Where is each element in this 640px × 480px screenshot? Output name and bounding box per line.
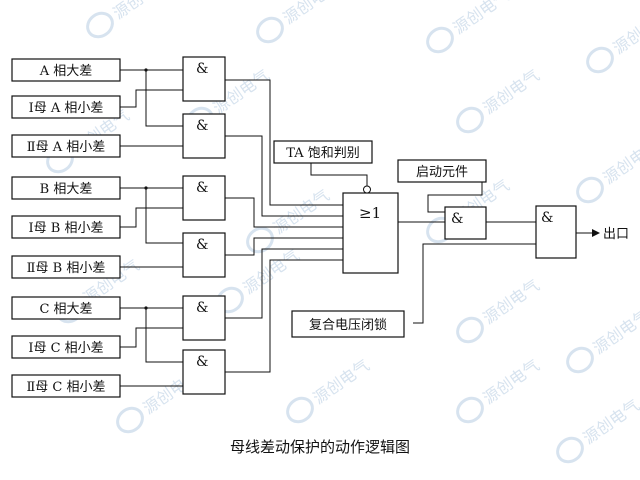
and-gate-4: &	[182, 232, 226, 278]
start-element-label: 启动元件	[416, 165, 468, 180]
input-box-bus2-b-small-diff: Ⅱ母 B 相小差	[11, 255, 121, 279]
watermark-logo: 源创电气	[86, 0, 173, 39]
connection-wires	[120, 69, 592, 387]
and-symbol: &	[196, 61, 208, 77]
input-label: Ⅱ母 B 相小差	[27, 261, 106, 276]
watermark-logo: 源创电气	[286, 356, 373, 424]
output-arrow-icon	[592, 229, 600, 237]
watermark-logo: 源创电气	[426, 0, 513, 54]
and-symbol: &	[196, 300, 208, 316]
and-gate-final: &	[535, 205, 577, 259]
input-box-bus1-c-small-diff: Ⅰ母 C 相小差	[11, 335, 121, 359]
svg-text:源创电气: 源创电气	[480, 66, 543, 118]
start-element-box: 启动元件	[397, 159, 487, 183]
input-box-b-large-diff: B 相大差	[11, 176, 121, 200]
and-gate-1: &	[182, 56, 226, 102]
and-gate-2: &	[182, 113, 226, 159]
input-label: B 相大差	[40, 182, 93, 197]
input-label: Ⅰ母 B 相小差	[29, 221, 104, 236]
svg-text:源创电气: 源创电气	[270, 186, 333, 238]
svg-text:源创电气: 源创电气	[480, 276, 543, 328]
and-symbol: &	[196, 354, 208, 370]
input-box-c-large-diff: C 相大差	[11, 296, 121, 320]
and-gate-5: &	[182, 295, 226, 341]
svg-text:源创电气: 源创电气	[600, 136, 640, 188]
watermark-logo: 源创电气	[586, 6, 640, 74]
svg-text:源创电气: 源创电气	[480, 356, 543, 408]
and-symbol: &	[196, 118, 208, 134]
and-gate-3: &	[182, 175, 226, 221]
and-gate-6: &	[182, 349, 226, 395]
input-label: Ⅱ母 C 相小差	[26, 380, 105, 395]
watermark-logo: 源创电气	[566, 306, 640, 374]
watermark-logo: 源创电气	[456, 356, 543, 424]
watermark-logo: 源创电气	[456, 276, 543, 344]
input-label: A 相大差	[39, 64, 93, 79]
ta-saturation-label: TA 饱和判别	[286, 146, 359, 161]
input-label: C 相大差	[39, 302, 92, 317]
svg-text:源创电气: 源创电气	[110, 0, 173, 23]
svg-text:源创电气: 源创电气	[450, 0, 513, 38]
voltage-lock-box: 复合电压闭锁	[291, 310, 405, 338]
output-label: 出口	[603, 227, 629, 242]
watermark-logo: 源创电气	[576, 136, 640, 204]
svg-text:源创电气: 源创电气	[310, 356, 373, 408]
or-symbol: ≥1	[359, 204, 381, 222]
figure-caption: 母线差动保护的动作逻辑图	[229, 438, 410, 456]
ta-saturation-box: TA 饱和判别	[273, 140, 373, 164]
and-gate-start: &	[444, 206, 487, 240]
and-symbol: &	[451, 211, 463, 227]
input-box-bus1-b-small-diff: Ⅰ母 B 相小差	[11, 215, 121, 239]
svg-text:源创电气: 源创电气	[590, 306, 640, 358]
negation-bubble	[363, 185, 371, 194]
input-label: Ⅰ母 C 相小差	[28, 341, 103, 356]
junction-dots	[144, 68, 148, 310]
svg-text:源创电气: 源创电气	[240, 246, 303, 298]
input-box-bus2-c-small-diff: Ⅱ母 C 相小差	[11, 374, 121, 398]
watermark-logo: 源创电气	[246, 186, 333, 254]
input-label: Ⅰ母 A 相小差	[29, 101, 104, 116]
watermark-logo: 源创电气	[256, 0, 343, 44]
and-symbol: &	[196, 237, 208, 253]
input-box-a-large-diff: A 相大差	[11, 58, 121, 82]
input-label: Ⅱ母 A 相小差	[27, 140, 106, 155]
svg-text:源创电气: 源创电气	[280, 0, 343, 28]
svg-text:源创电气: 源创电气	[610, 6, 640, 58]
input-box-bus1-a-small-diff: Ⅰ母 A 相小差	[11, 95, 121, 119]
watermark-logo: 源创电气	[456, 66, 543, 134]
output: 出口	[592, 227, 629, 242]
voltage-lock-label: 复合电压闭锁	[309, 317, 387, 333]
or-gate: ≥1	[342, 185, 399, 274]
and-symbol: &	[541, 210, 553, 226]
and-symbol: &	[196, 180, 208, 196]
input-box-bus2-a-small-diff: Ⅱ母 A 相小差	[11, 134, 121, 158]
